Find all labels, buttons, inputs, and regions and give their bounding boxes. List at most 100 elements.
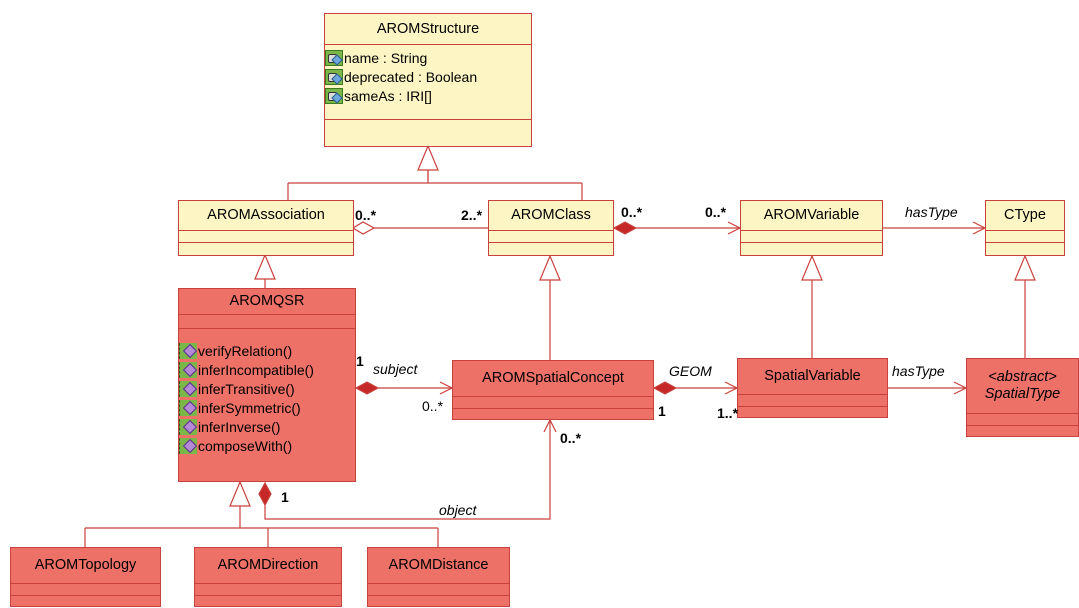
- class-name-compartment: <abstract> SpatialType: [967, 359, 1078, 414]
- multiplicity-label: 1..*: [717, 405, 739, 421]
- class-arom-association[interactable]: AROMAssociation: [178, 200, 354, 256]
- class-name: AROMClass: [489, 201, 613, 231]
- multiplicity-label: 0..*: [705, 204, 727, 220]
- aggregation-diamond: [351, 221, 376, 235]
- class-arom-direction[interactable]: AROMDirection: [194, 547, 342, 607]
- composition-diamond: [652, 381, 678, 395]
- operation-row: verifyRelation(): [179, 341, 355, 360]
- public-operation-icon: [179, 342, 197, 359]
- multiplicity-label: 0..*: [355, 207, 377, 223]
- attributes-compartment: [986, 231, 1064, 243]
- class-arom-topology[interactable]: AROMTopology: [10, 547, 161, 607]
- multiplicity-label: 0..*: [560, 430, 582, 446]
- class-name: AROMStructure: [325, 14, 531, 45]
- operations-compartment: [368, 596, 509, 608]
- attributes-compartment: [453, 397, 653, 409]
- private-attribute-icon: [325, 87, 343, 104]
- class-arom-distance[interactable]: AROMDistance: [367, 547, 510, 607]
- public-operation-icon: [179, 361, 197, 378]
- operation-text: verifyRelation(): [198, 342, 293, 359]
- class-name: SpatialVariable: [738, 359, 887, 395]
- public-operation-icon: [179, 418, 197, 435]
- role-label: object: [439, 502, 477, 518]
- operations-compartment: [967, 426, 1078, 438]
- class-ctype[interactable]: CType: [985, 200, 1065, 256]
- role-label: hasType: [905, 204, 958, 220]
- multiplicity-label: 2..*: [461, 207, 483, 223]
- generalization-arrowhead: [539, 254, 561, 281]
- class-spatial-type[interactable]: <abstract> SpatialType: [966, 358, 1079, 437]
- operation-text: inferIncompatible(): [198, 361, 314, 378]
- operations-compartment: [325, 120, 531, 146]
- public-operation-icon: [179, 399, 197, 416]
- operations-compartment: [986, 243, 1064, 255]
- operations-compartment: [741, 243, 882, 255]
- attributes-compartment: [179, 231, 353, 243]
- multiplicity-label: 1: [356, 353, 364, 369]
- class-name: AROMAssociation: [179, 201, 353, 231]
- class-name: CType: [986, 201, 1064, 231]
- stereotype: <abstract>: [988, 369, 1057, 385]
- operation-row: inferSymmetric(): [179, 398, 355, 417]
- multiplicity-label: 1: [658, 403, 666, 419]
- attribute-row: name : String: [325, 48, 531, 67]
- attributes-compartment: [11, 584, 160, 596]
- attributes-compartment: [195, 584, 341, 596]
- generalization-arrowhead: [1014, 254, 1036, 281]
- class-arom-structure[interactable]: AROMStructure name : String deprecated :…: [324, 13, 532, 147]
- composition-line: [264, 420, 551, 520]
- operation-row: inferTransitive(): [179, 379, 355, 398]
- operation-text: inferTransitive(): [198, 380, 295, 397]
- attributes-compartment: [741, 231, 882, 243]
- class-name: AROMSpatialConcept: [453, 361, 653, 397]
- class-arom-class[interactable]: AROMClass: [488, 200, 614, 256]
- class-name: AROMQSR: [179, 289, 355, 315]
- class-arom-qsr[interactable]: AROMQSR verifyRelation() inferIncompatib…: [178, 288, 356, 482]
- operation-text: inferInverse(): [198, 418, 281, 435]
- operations-compartment: [738, 407, 887, 419]
- composition-diamond: [612, 221, 638, 235]
- generalization-arrowhead: [229, 480, 251, 507]
- public-operation-icon: [179, 437, 197, 454]
- attributes-compartment: name : String deprecated : Boolean sameA…: [325, 45, 531, 120]
- attributes-compartment: [967, 414, 1078, 426]
- attribute-text: deprecated : Boolean: [344, 68, 478, 85]
- operation-row: inferInverse(): [179, 417, 355, 436]
- class-name: AROMTopology: [11, 548, 160, 584]
- operations-compartment: [11, 596, 160, 608]
- attribute-text: name : String: [344, 49, 428, 66]
- class-spatial-variable[interactable]: SpatialVariable: [737, 358, 888, 418]
- generalization-arrowhead: [417, 144, 439, 171]
- multiplicity-label: 0..*: [621, 204, 643, 220]
- operations-compartment: [489, 243, 613, 255]
- class-arom-variable[interactable]: AROMVariable: [740, 200, 883, 256]
- attributes-compartment: [179, 315, 355, 329]
- operations-compartment: [453, 409, 653, 421]
- generalization-arrowhead: [801, 254, 823, 281]
- operations-compartment: verifyRelation() inferIncompatible() inf…: [179, 329, 355, 481]
- composition-diamond: [354, 381, 380, 395]
- private-attribute-icon: [325, 49, 343, 66]
- navigability-arrowhead: [543, 418, 557, 433]
- role-label: subject: [373, 361, 418, 377]
- attributes-compartment: [368, 584, 509, 596]
- public-operation-icon: [179, 380, 197, 397]
- operation-text: composeWith(): [198, 437, 293, 454]
- operations-compartment: [195, 596, 341, 608]
- class-name: AROMVariable: [741, 201, 882, 231]
- operation-row: composeWith(): [179, 436, 355, 455]
- class-name: SpatialType: [984, 386, 1061, 402]
- private-attribute-icon: [325, 68, 343, 85]
- multiplicity-label: 1: [281, 489, 289, 505]
- generalization-arrowhead: [254, 253, 276, 280]
- operation-row: inferIncompatible(): [179, 360, 355, 379]
- attributes-compartment: [738, 395, 887, 407]
- class-name: AROMDirection: [195, 548, 341, 584]
- attribute-row: sameAs : IRI[]: [325, 86, 531, 105]
- attributes-compartment: [489, 231, 613, 243]
- role-label: GEOM: [669, 363, 712, 379]
- attribute-row: deprecated : Boolean: [325, 67, 531, 86]
- class-arom-spatial-concept[interactable]: AROMSpatialConcept: [452, 360, 654, 420]
- operations-compartment: [179, 243, 353, 255]
